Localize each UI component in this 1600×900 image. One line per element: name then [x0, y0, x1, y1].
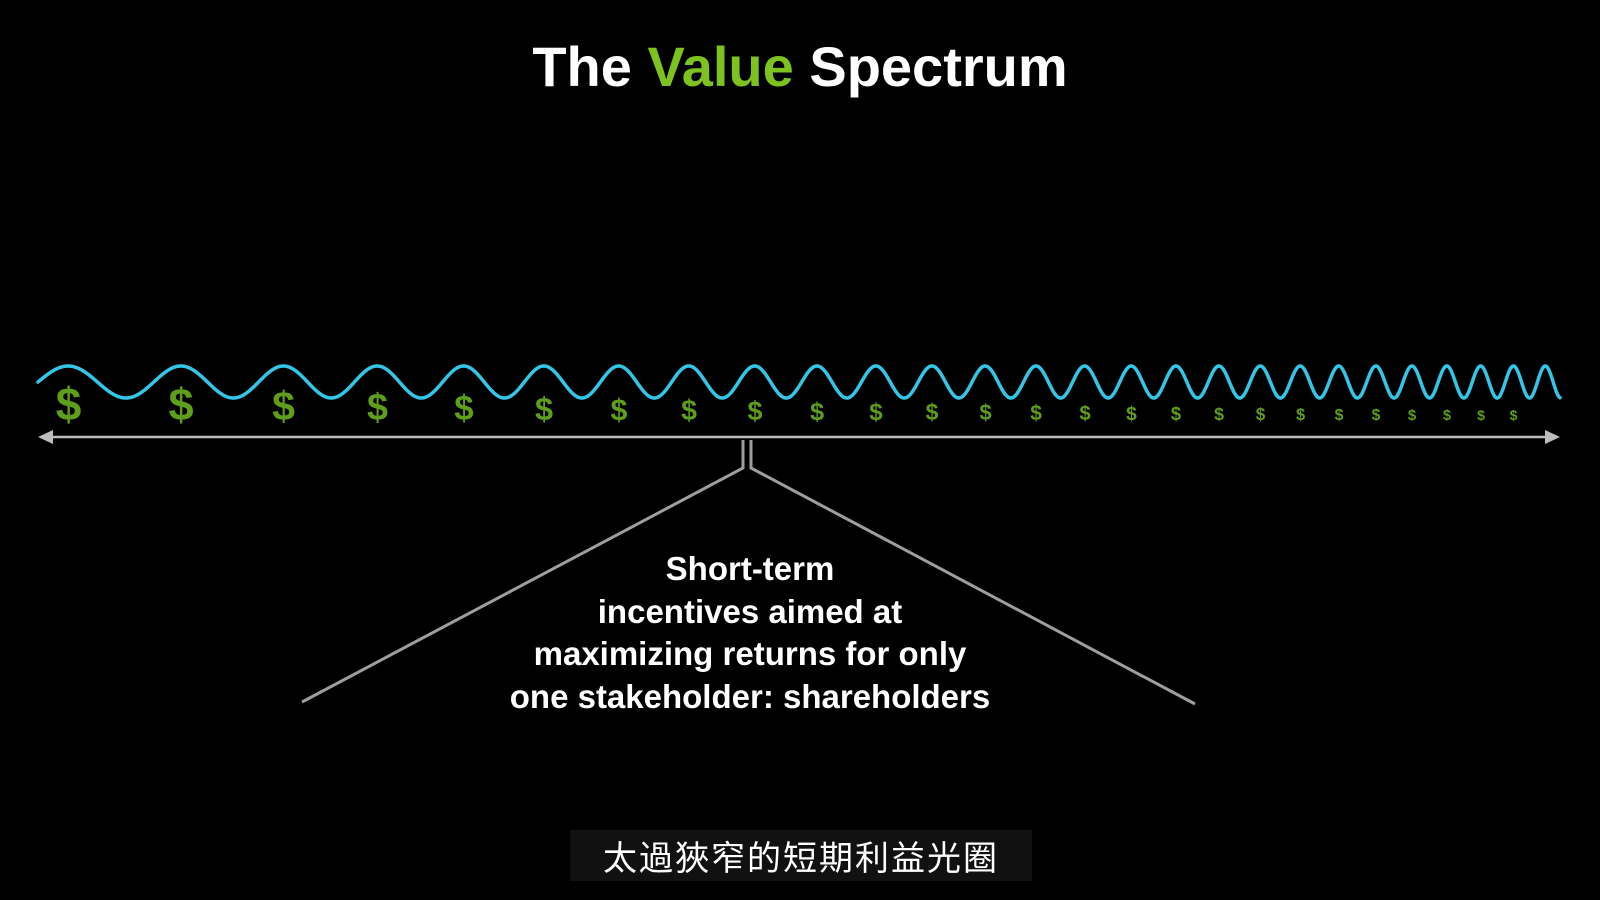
callout-bracket: [301, 440, 1196, 706]
callout-line-2: incentives aimed at: [597, 592, 903, 630]
dollar-sign-icon: $: [1510, 407, 1518, 423]
dollar-sign-icon: $: [1408, 408, 1417, 424]
dollar-sign-icon: $: [535, 391, 553, 427]
dollar-sign-icon: $: [1214, 404, 1224, 424]
slide-title: The Value Spectrum: [0, 34, 1600, 99]
dollar-signs: $ $ $ $ $ $ $ $ $ $ $ $ $ $ $ $ $ $ $ $ $ $ $ $ $ $: [56, 378, 1518, 430]
dollar-sign-icon: $: [1335, 407, 1344, 424]
dollar-sign-icon: $: [1477, 407, 1485, 423]
dollar-sign-icon: $: [611, 393, 628, 427]
callout-bracket-left: [301, 440, 745, 704]
callout-line-3: maximizing returns for only: [533, 635, 967, 672]
callout-bracket-right: [749, 440, 1196, 706]
dollar-sign-icon: $: [367, 386, 388, 428]
dollar-sign-icon: $: [454, 389, 473, 428]
axis-right-arrow-icon: [1545, 430, 1560, 444]
wave-line: [36, 364, 1562, 400]
dollar-sign-icon: $: [926, 399, 939, 425]
dollar-sign-icon: $: [1171, 403, 1181, 424]
dollar-sign-icon: $: [56, 378, 82, 430]
axis-left-arrow-icon: [38, 430, 53, 444]
spectrum-axis: [38, 430, 1560, 444]
dollar-sign-icon: $: [979, 400, 991, 425]
dollar-sign-icon: $: [1030, 402, 1042, 425]
dollar-sign-icon: $: [869, 399, 883, 426]
title-part-3: Spectrum: [793, 35, 1068, 98]
dollar-sign-icon: $: [1079, 403, 1090, 425]
dollar-sign-icon: $: [810, 398, 824, 426]
callout-text: Short-term incentives aimed at maximizin…: [400, 548, 1100, 718]
title-part-1: The: [532, 35, 648, 98]
subtitle-caption: 太過狹窄的短期利益光圈: [570, 830, 1032, 881]
callout-line-4: one stakeholder: shareholders: [509, 677, 991, 715]
dollar-sign-icon: $: [168, 379, 193, 430]
dollar-sign-icon: $: [1126, 404, 1137, 425]
callout-line-1: Short-term: [665, 550, 835, 587]
dollar-sign-icon: $: [748, 396, 763, 426]
dollar-sign-icon: $: [681, 395, 697, 427]
title-accent-word: Value: [647, 35, 794, 98]
dollar-sign-icon: $: [1372, 407, 1381, 424]
dollar-sign-icon: $: [1256, 405, 1266, 424]
dollar-sign-icon: $: [272, 383, 295, 429]
subtitle-text: 太過狹窄的短期利益光圈: [603, 839, 999, 879]
dollar-sign-icon: $: [1296, 406, 1305, 424]
dollar-sign-icon: $: [1443, 408, 1451, 424]
